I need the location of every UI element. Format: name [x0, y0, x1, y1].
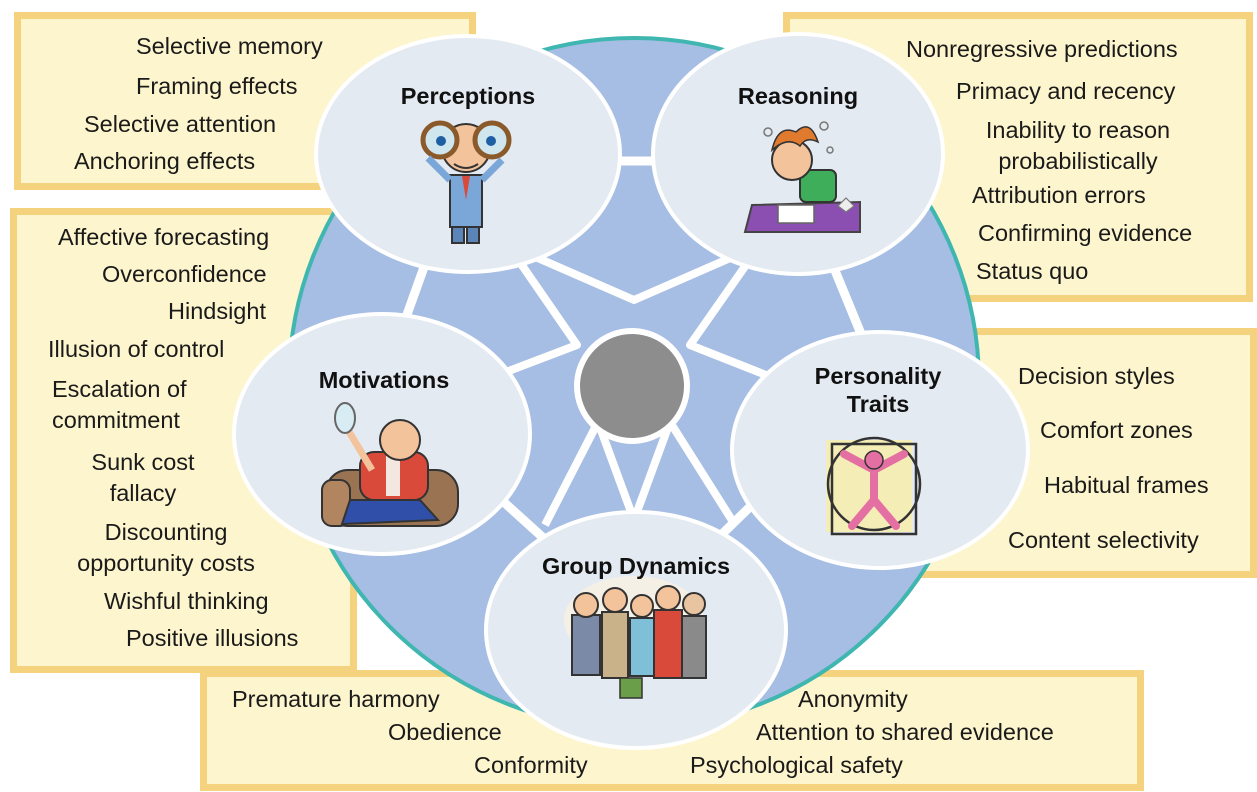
motivations-item: Affective forecasting: [58, 224, 270, 250]
motivations-item: Discounting opportunity costs: [77, 519, 255, 576]
group-item: Anonymity: [798, 686, 908, 712]
group-item: Psychological safety: [690, 752, 903, 778]
perceptions-item: Anchoring effects: [74, 148, 256, 174]
reasoning-item: Inability to reason probabilistically: [985, 117, 1171, 174]
perceptions-item: Framing effects: [136, 73, 298, 99]
personality-item: Habitual frames: [1044, 472, 1209, 498]
personality-item: Decision styles: [1018, 363, 1175, 389]
group-item: Attention to shared evidence: [756, 719, 1054, 745]
motivations-item: Sunk cost fallacy: [91, 449, 195, 506]
motivations-title: Motivations: [318, 367, 450, 393]
reasoning-item: Status quo: [976, 258, 1089, 284]
personality-item: Comfort zones: [1040, 417, 1193, 443]
perceptions-item: Selective attention: [84, 111, 277, 137]
motivations-item: Escalation of commitment: [52, 376, 187, 433]
vitruvian-figure-icon: [826, 436, 922, 536]
perceptions-title: Perceptions: [400, 83, 536, 109]
group-people-icon: [564, 576, 707, 699]
motivations-item: Illusion of control: [48, 336, 225, 362]
motivations-item: Wishful thinking: [104, 588, 269, 614]
reasoning-item: Attribution errors: [972, 182, 1146, 208]
group-item: Conformity: [474, 752, 588, 778]
perceptions-item: Selective memory: [136, 33, 323, 59]
reasoning-item: Primacy and recency: [956, 78, 1176, 104]
reasoning-title: Reasoning: [737, 83, 859, 109]
group-item: Premature harmony: [232, 686, 440, 712]
group-item: Obedience: [388, 719, 502, 745]
mirror-man-icon: [321, 402, 459, 527]
motivations-item: Positive illusions: [126, 625, 299, 651]
motivations-item: Overconfidence: [102, 261, 267, 287]
group-title: Group Dynamics: [541, 553, 731, 579]
personality-item: Content selectivity: [1008, 527, 1199, 553]
center-hub: [574, 328, 690, 444]
reasoning-item: Confirming evidence: [978, 220, 1193, 246]
reasoning-item: Nonregressive predictions: [906, 36, 1178, 62]
personality-title: Personality Traits: [814, 363, 942, 418]
glasses-man-icon: [420, 120, 512, 244]
motivations-item: Hindsight: [168, 298, 266, 324]
stressed-thinker-icon: [743, 121, 861, 233]
